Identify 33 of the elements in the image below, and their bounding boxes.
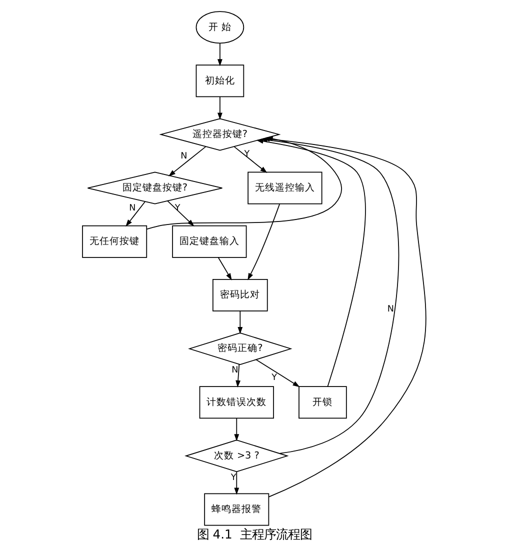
node-box: 初始化	[195, 64, 244, 98]
edge-label: Y	[244, 150, 250, 160]
arrow	[216, 42, 222, 66]
edge-label: N	[231, 365, 238, 376]
node-ellipse: 开 始	[195, 11, 244, 44]
arrow	[235, 364, 240, 388]
node-box: 固定键盘输入	[172, 225, 246, 258]
node-diamond: 密码正确?	[188, 332, 292, 366]
node-diamond: 固定键盘按键?	[86, 172, 222, 204]
node-box: 无任何按键	[82, 225, 147, 258]
node-box: 蜂鸣器报警	[204, 493, 269, 526]
arrow	[234, 471, 239, 495]
caption: 图 4.1 主程序流程图	[196, 528, 312, 542]
edge-label: N	[180, 152, 187, 162]
node-diamond: 遥控器按键?	[158, 118, 280, 151]
node-box: 开锁	[298, 386, 346, 419]
node-diamond: 次数 >3 ?	[184, 440, 288, 472]
arrow	[125, 201, 145, 227]
arrow	[234, 418, 239, 442]
node-box: 密码比对	[212, 278, 268, 312]
edge-label: N	[128, 204, 136, 214]
node-box: 计数错误次数	[198, 386, 274, 419]
arrow	[217, 257, 232, 280]
edge-label: Y	[230, 472, 236, 483]
edge-label: N	[386, 304, 394, 315]
arrow	[255, 359, 300, 388]
arrow	[233, 146, 267, 174]
arrow	[216, 96, 222, 120]
arrow	[168, 146, 206, 176]
edge-label: Y	[271, 373, 277, 384]
node-box: 无线遥控输入	[247, 172, 322, 204]
arrow	[237, 310, 242, 334]
arrow	[247, 204, 280, 280]
